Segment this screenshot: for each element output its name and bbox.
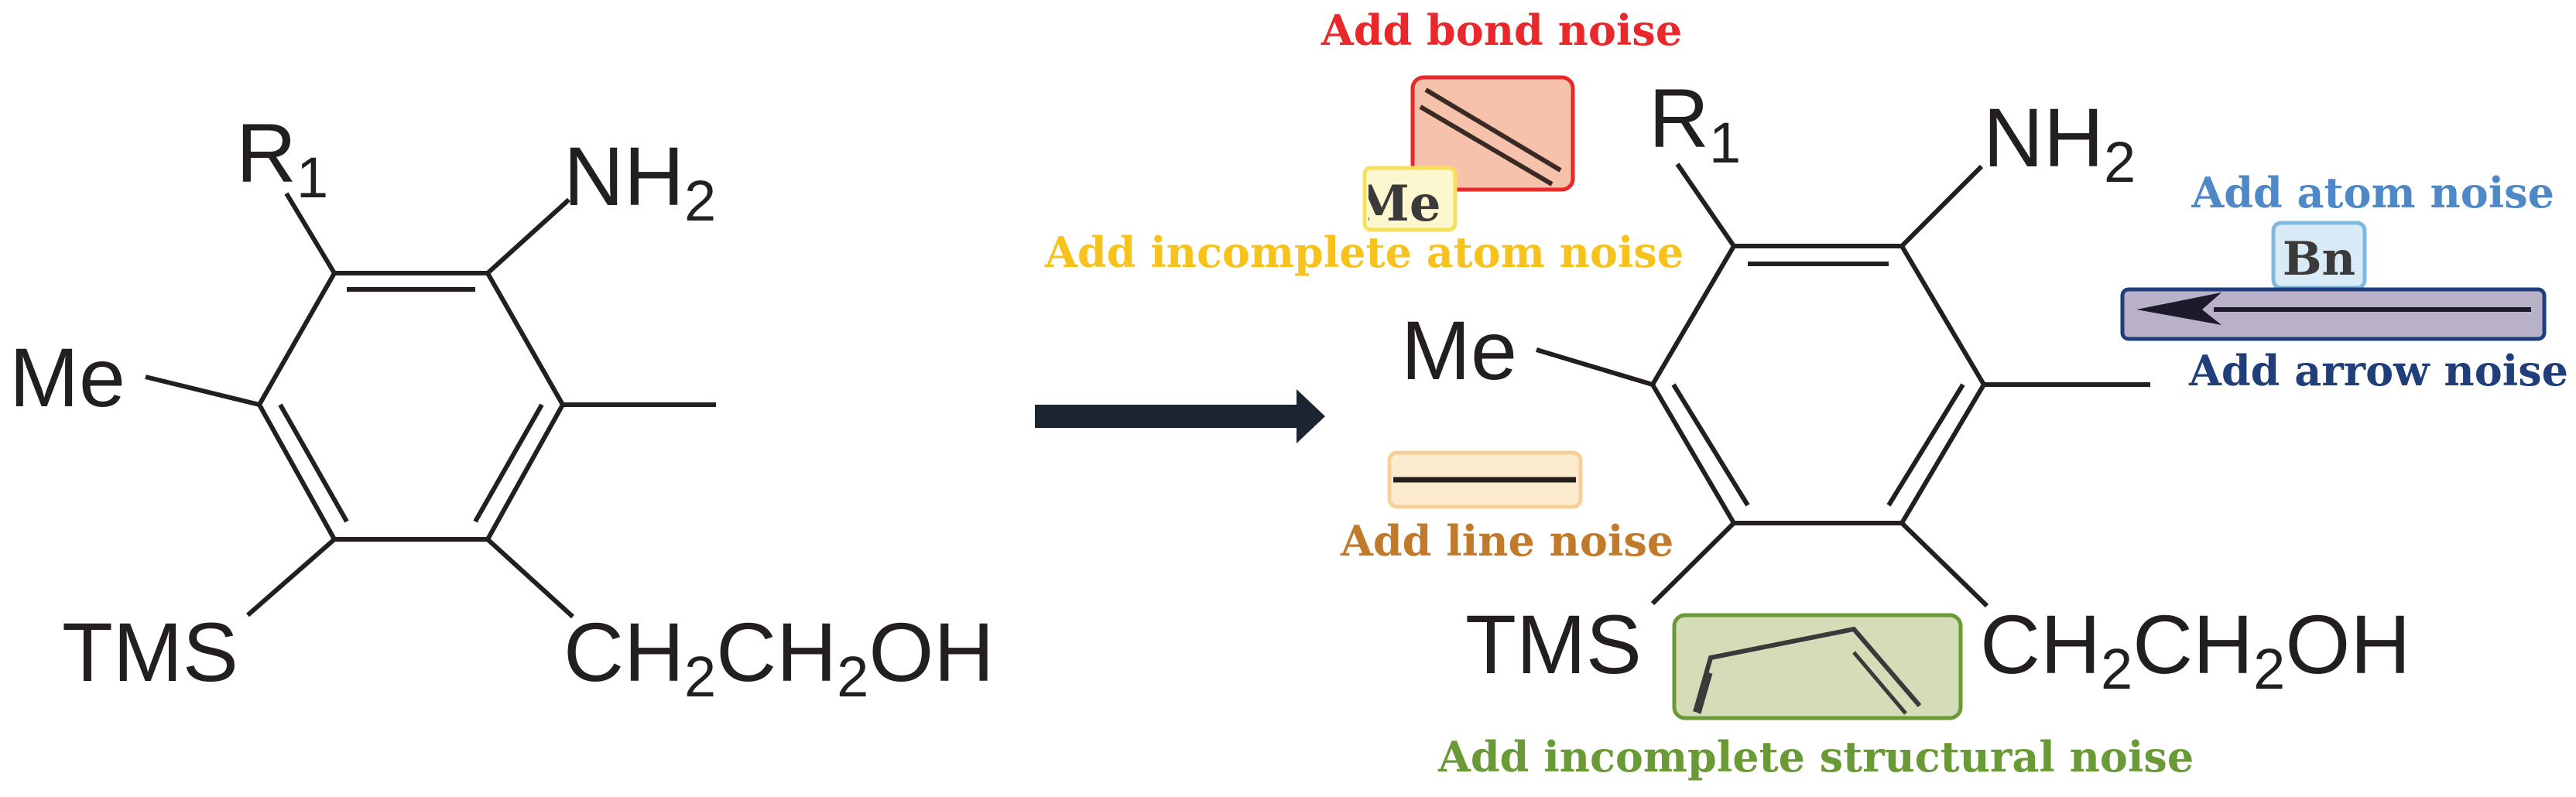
right-r1-bond xyxy=(1675,162,1736,248)
bond-noise-label: Add bond noise xyxy=(1321,5,1682,55)
transformation-arrow xyxy=(1035,389,1325,443)
left-me-label: Me xyxy=(9,330,125,424)
left-ch2ch2oh-label: CH2CH2OH xyxy=(564,605,994,709)
arrow-noise-label: Add arrow noise xyxy=(2188,346,2568,395)
left-nh2-label: NH2 xyxy=(564,129,716,233)
right-r1-label: R1 xyxy=(1649,71,1741,175)
incomplete-atom-fragment: Me xyxy=(1355,175,1441,233)
right-nh2-bond xyxy=(1899,164,1984,248)
right-ch2ch2oh-label: CH2CH2OH xyxy=(1980,597,2410,701)
left-tms-label: TMS xyxy=(62,605,238,699)
line-noise: Add line noise xyxy=(1340,450,1673,566)
left-nh2-bond xyxy=(485,197,571,275)
bond-noise-line-b xyxy=(1419,104,1553,186)
right-nh2-label: NH2 xyxy=(1983,91,2136,194)
atom-noise: Add atom noise Bn xyxy=(2191,168,2554,290)
left-benzene-ring xyxy=(256,271,566,542)
structural-noise-double-b xyxy=(1852,651,1907,715)
structural-noise-label: Add incomplete structural noise xyxy=(1437,732,2194,782)
incomplete-atom-box xyxy=(1362,166,1458,232)
left-ch2-bond xyxy=(485,537,575,619)
right-benzene-ring xyxy=(1649,244,1987,525)
incomplete-atom-noise: Me Add incomplete atom noise xyxy=(1044,166,1684,277)
right-me-label: Me xyxy=(1401,303,1517,397)
left-r1-label: R1 xyxy=(236,106,328,210)
atom-noise-fragment: Bn xyxy=(2283,232,2355,286)
atom-noise-label: Add atom noise xyxy=(2191,168,2554,217)
right-tms-bond xyxy=(1650,521,1736,606)
incomplete-atom-noise-label: Add incomplete atom noise xyxy=(1044,227,1684,277)
bond-noise-line-a xyxy=(1424,87,1562,173)
left-molecule: R1 NH2 Me TMS CH2CH2OH xyxy=(9,106,994,709)
right-tms-label: TMS xyxy=(1465,597,1642,691)
arrow-noise-box xyxy=(2120,287,2547,341)
right-molecule: R1 NH2 Me TMS CH2CH2OH xyxy=(1401,71,2410,701)
arrow-noise: Add arrow noise xyxy=(2120,287,2568,395)
left-tms-bond xyxy=(246,537,336,617)
left-me-bond xyxy=(145,375,260,407)
structural-noise: Add incomplete structural noise xyxy=(1437,613,2194,782)
structural-noise-chain xyxy=(1693,626,1922,713)
left-r1-bond xyxy=(284,192,337,275)
bond-noise: Add bond noise xyxy=(1321,5,1682,192)
right-ch2-bond xyxy=(1899,521,1989,608)
arrow-noise-head xyxy=(2136,292,2221,325)
right-me-bond xyxy=(1536,347,1653,387)
line-noise-label: Add line noise xyxy=(1340,516,1673,566)
structural-noise-double-a xyxy=(1697,672,1713,714)
